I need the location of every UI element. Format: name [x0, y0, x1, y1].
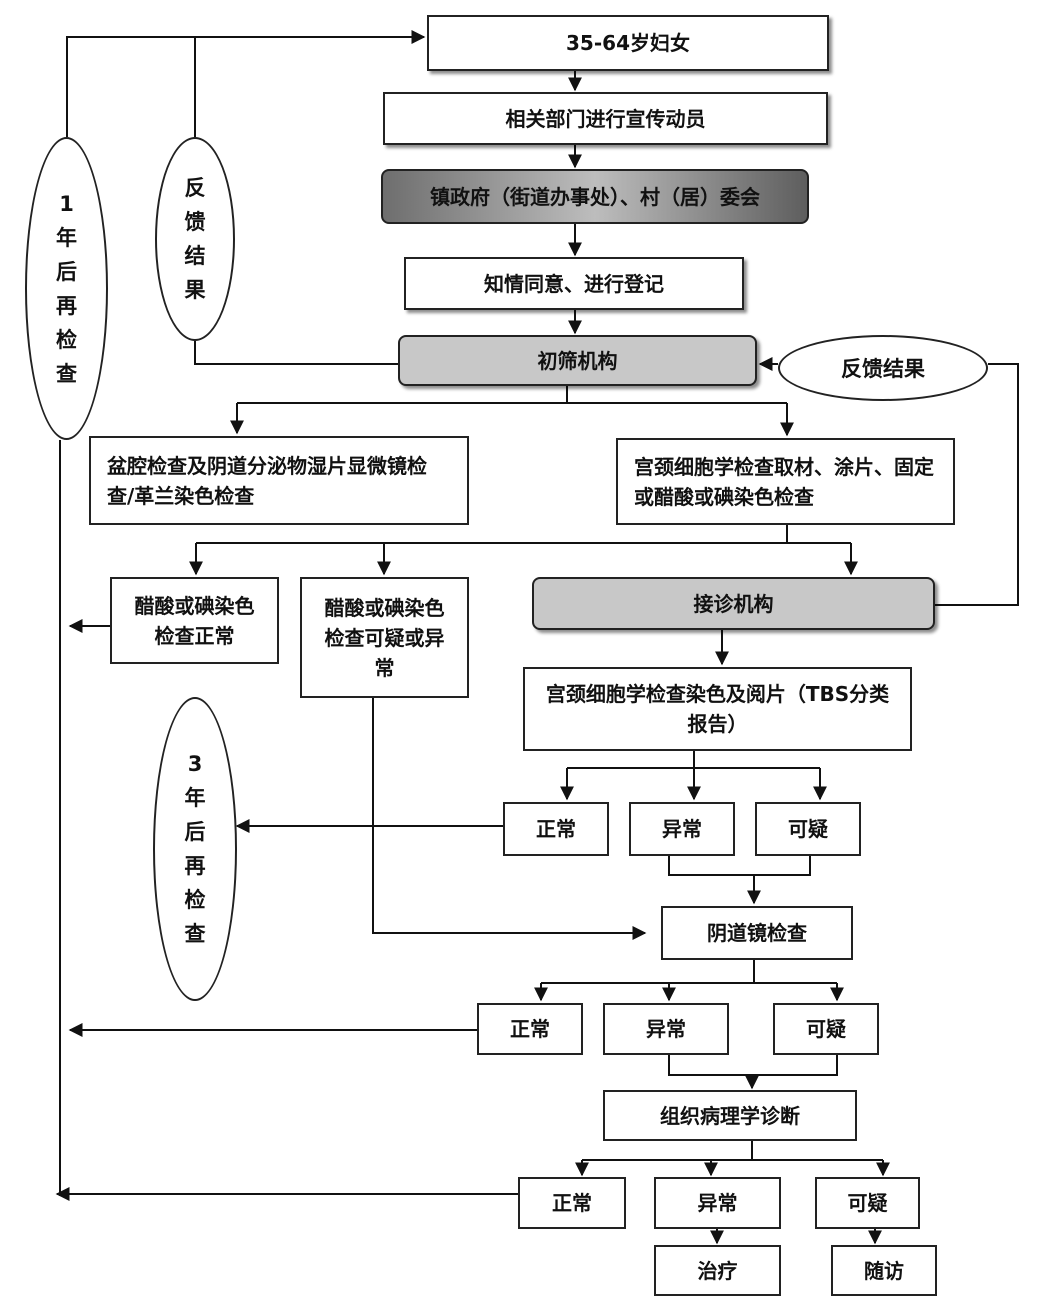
node-histo-suspicious: 可疑	[815, 1177, 920, 1229]
node-histo-normal: 正常	[518, 1177, 626, 1229]
node-histopathology: 组织病理学诊断	[603, 1090, 857, 1141]
node-treatment: 治疗	[654, 1245, 781, 1296]
oval-recheck-1yr-label: 1年后再检查	[56, 191, 77, 386]
node-government: 镇政府（街道办事处）、村（居）委会	[381, 169, 809, 224]
oval-recheck-3yr-label: 3年后再检查	[184, 752, 206, 946]
node-referral-org: 接诊机构	[532, 577, 935, 630]
node-tbs-normal: 正常	[503, 802, 609, 856]
node-consent: 知情同意、进行登记	[404, 257, 744, 310]
node-colpo-suspicious: 可疑	[773, 1003, 879, 1055]
oval-recheck-1yr: 1年后再检查	[25, 137, 108, 440]
node-colpo-normal: 正常	[477, 1003, 583, 1055]
oval-recheck-3yr: 3年后再检查	[153, 697, 237, 1001]
node-screening-org: 初筛机构	[398, 335, 757, 386]
arrow-stain-abnormal-to-colposcopy	[372, 698, 647, 940]
node-cytology-sampling: 宫颈细胞学检查取材、涂片、固定或醋酸或碘染色检查	[616, 438, 955, 525]
node-tbs-suspicious: 可疑	[755, 802, 861, 856]
line-referral-to-feedback	[935, 363, 1019, 606]
node-histo-abnormal: 异常	[654, 1177, 781, 1229]
oval-feedback-left: 反馈结果	[155, 137, 235, 341]
node-publicity: 相关部门进行宣传动员	[383, 92, 828, 145]
node-tbs: 宫颈细胞学检查染色及阅片（TBS分类报告）	[523, 667, 912, 751]
line-feedback-to-women	[194, 341, 398, 365]
node-stain-normal: 醋酸或碘染色检查正常	[110, 577, 279, 664]
node-tbs-abnormal: 异常	[629, 802, 735, 856]
node-women: 35-64岁妇女	[427, 15, 829, 71]
node-pelvic-exam: 盆腔检查及阴道分泌物湿片显微镜检查/革兰染色检查	[89, 436, 469, 525]
node-colposcopy: 阴道镜检查	[661, 906, 853, 960]
oval-feedback-right: 反馈结果	[778, 335, 988, 401]
arrow-recheck-to-women	[66, 30, 426, 137]
node-stain-abnormal: 醋酸或碘染色检查可疑或异常	[300, 577, 469, 698]
oval-feedback-left-label: 反馈结果	[184, 176, 206, 302]
node-followup: 随访	[831, 1245, 937, 1296]
node-colpo-abnormal: 异常	[603, 1003, 729, 1055]
